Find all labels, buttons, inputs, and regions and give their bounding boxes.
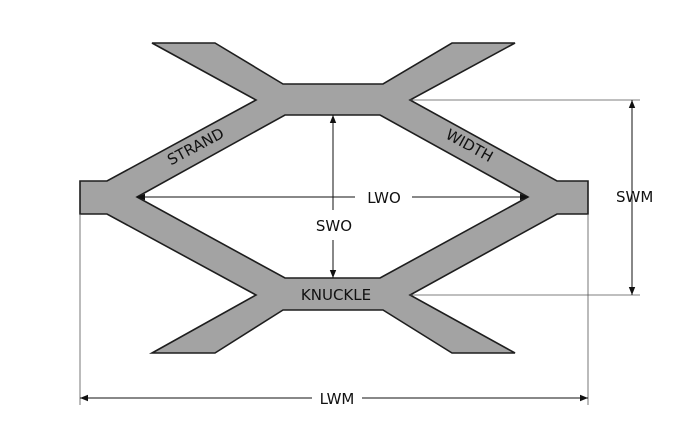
lwo-label: LWO — [367, 189, 401, 207]
swo-label: SWO — [316, 217, 352, 235]
extension-lines — [79, 99, 640, 405]
swm-label: SWM — [616, 188, 653, 206]
expanded-metal-mesh — [79, 42, 589, 354]
dimension-lines — [80, 100, 636, 402]
lwm-label: LWM — [320, 390, 355, 408]
knuckle-label: KNUCKLE — [301, 286, 371, 304]
